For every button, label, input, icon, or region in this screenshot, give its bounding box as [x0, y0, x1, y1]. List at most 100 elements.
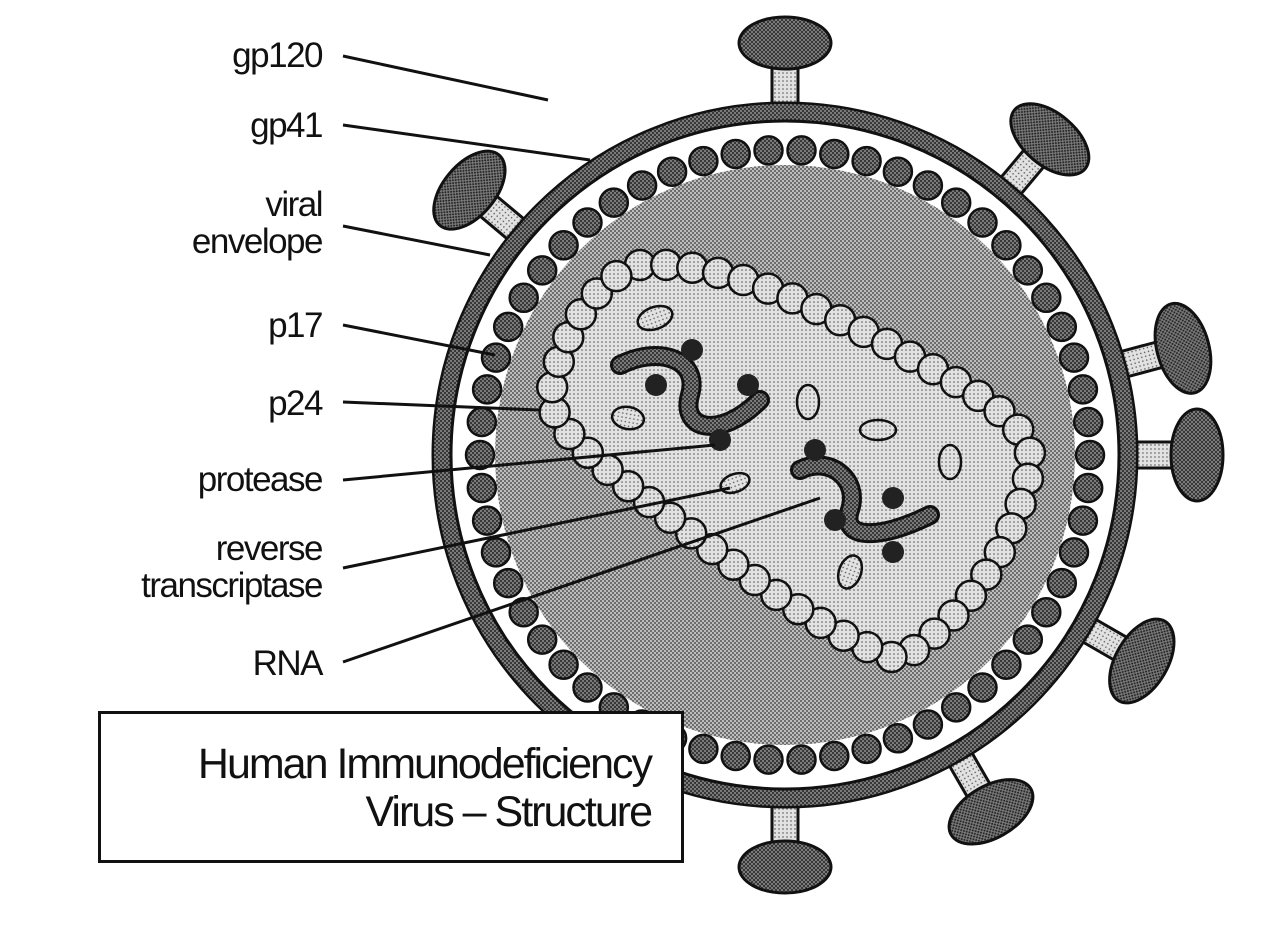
diagram-title: Human Immunodeficiency Virus – Structure: [197, 740, 653, 836]
p17-bead: [819, 138, 850, 170]
leader-lines: [342, 54, 821, 664]
label-gp41: gp41: [250, 106, 323, 145]
p17-bead: [882, 156, 914, 187]
leader-viral-envelope: [342, 224, 491, 257]
viral-envelope-outer: [431, 101, 1139, 809]
p17-bead: [819, 740, 850, 772]
p17-bead: [492, 311, 524, 343]
p17-bead: [471, 374, 503, 405]
enzyme-oval: [610, 405, 646, 431]
enzyme-oval: [795, 383, 821, 421]
p17-bead: [508, 596, 539, 628]
leader-protease: [342, 443, 716, 482]
diagram-title-line2: Virus – Structure: [365, 788, 653, 836]
p17-bead: [1058, 537, 1090, 568]
p17-bead: [598, 187, 630, 218]
title-box: Human Immunodeficiency Virus – Structure: [98, 711, 684, 863]
gp120-knob: [1153, 301, 1213, 395]
label-p17: p17: [268, 306, 323, 345]
p17-bead: [548, 649, 579, 680]
p17-bead: [851, 733, 882, 765]
p17-bead: [466, 406, 498, 438]
p17-bead: [786, 135, 817, 166]
gp120-knob: [947, 778, 1035, 846]
p17-bead: [1012, 624, 1044, 655]
p17-bead: [940, 692, 972, 723]
p17-bead: [1067, 505, 1099, 536]
label-protease: protease: [197, 460, 324, 499]
label-reverse-transcriptase: reverse transcriptase: [141, 529, 324, 605]
gp120-knob: [1108, 617, 1176, 705]
label-rna: RNA: [252, 644, 324, 683]
p17-bead: [1074, 439, 1106, 471]
label-viral-envelope-line2: envelope: [191, 222, 324, 261]
leader-reverse-transcriptase: [342, 486, 731, 570]
p17-bead: [991, 649, 1022, 680]
enzyme-oval: [937, 443, 963, 481]
p17-bead: [912, 709, 944, 740]
p17-bead: [526, 255, 558, 286]
rna-strand-upper: [610, 339, 770, 451]
leader-p17: [342, 323, 496, 357]
p17-bead: [480, 342, 512, 373]
spike: [737, 15, 833, 115]
p17-bead: [464, 439, 496, 471]
gp120-knob: [1169, 407, 1225, 503]
p17-bead: [720, 740, 751, 772]
viral-envelope-ring: [434, 104, 1136, 806]
label-p24: p24: [268, 384, 323, 423]
p17-bead: [967, 672, 998, 703]
p17-bead: [1046, 567, 1078, 599]
p17-bead: [688, 733, 719, 765]
diagram-title-line1: Human Immunodeficiency: [197, 740, 653, 788]
p17-matrix-beads: [464, 135, 1106, 775]
p17-bead: [1046, 311, 1078, 343]
p17-bead: [991, 230, 1022, 261]
p17-bead: [851, 145, 882, 177]
spike: [737, 795, 833, 895]
p17-bead: [1072, 472, 1104, 504]
p17-bead: [1067, 374, 1099, 405]
p17-bead: [471, 505, 503, 536]
label-viral-envelope: viral envelope: [191, 185, 324, 261]
gp120-knob: [432, 149, 507, 231]
p17-bead: [882, 723, 914, 754]
enzyme-oval: [858, 418, 898, 442]
gp120-knob: [737, 15, 833, 71]
p17-bead: [492, 567, 524, 599]
p17-bead: [480, 537, 512, 568]
leader-rna: [342, 496, 821, 664]
p24-bead: [600, 259, 633, 293]
label-reverse-transcriptase-line2: transcriptase: [141, 566, 323, 605]
p17-bead: [753, 135, 784, 166]
p17-bead: [720, 138, 751, 170]
leader-gp120: [342, 54, 549, 102]
enzyme-oval: [636, 304, 674, 332]
gp120-knob: [737, 839, 833, 895]
p17-bead: [1031, 282, 1062, 314]
gp120-knob: [1009, 102, 1091, 177]
p17-bead: [1031, 596, 1062, 628]
p24-capsid-beads: [535, 248, 1047, 674]
p17-bead: [912, 170, 944, 201]
p17-bead: [967, 207, 998, 238]
label-gp120: gp120: [232, 36, 323, 75]
p17-bead: [526, 624, 558, 655]
p17-bead: [940, 187, 972, 218]
rna-strand-lower: [790, 439, 940, 563]
p17-bead: [688, 145, 719, 177]
p17-bead: [466, 472, 498, 504]
label-viral-envelope-line1: viral: [265, 185, 323, 224]
p17-bead: [786, 744, 817, 775]
leader-gp41: [342, 123, 591, 162]
p17-bead: [1058, 342, 1090, 373]
p17-bead: [1012, 255, 1044, 286]
p17-bead: [656, 156, 688, 187]
p17-bead: [753, 744, 784, 775]
label-reverse-transcriptase-line1: reverse: [215, 529, 324, 568]
enzyme-oval: [836, 554, 864, 590]
spike: [1125, 407, 1225, 503]
p17-bead: [572, 207, 603, 238]
p17-bead: [572, 672, 603, 703]
